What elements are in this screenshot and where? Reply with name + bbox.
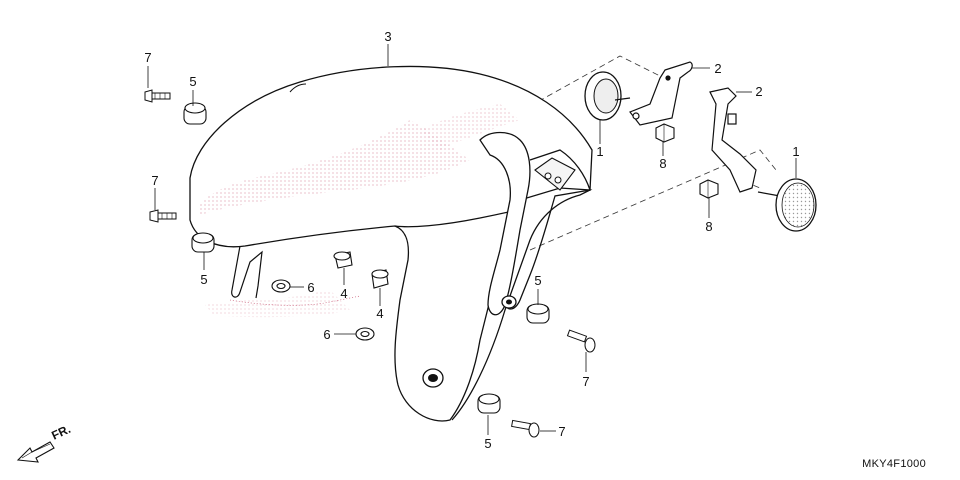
callout-8: 8 <box>705 219 712 234</box>
reflector-1-b <box>757 178 817 232</box>
nut-8 <box>655 123 719 199</box>
callout-2: 2 <box>714 61 721 76</box>
direction-label: FR. <box>49 422 72 443</box>
callout-7: 7 <box>144 50 151 65</box>
bolt-7-b <box>149 209 177 223</box>
callout-7: 7 <box>151 173 158 188</box>
callout-5: 5 <box>200 272 207 287</box>
bolt-7-a <box>144 89 171 103</box>
callout-6: 6 <box>323 327 330 342</box>
stay-2-b <box>709 87 757 193</box>
drawing-code: MKY4F1000 <box>862 458 926 470</box>
callout-5: 5 <box>534 273 541 288</box>
callout-5: 5 <box>484 436 491 451</box>
grommet-5 <box>183 102 550 414</box>
callout-8: 8 <box>659 156 666 171</box>
collar-6 <box>271 279 375 341</box>
callout-3: 3 <box>384 29 391 44</box>
callouts: 3 7 5 7 5 6 4 4 6 5 7 5 7 1 8 2 2 1 8 <box>144 29 799 451</box>
callout-7: 7 <box>582 374 589 389</box>
stay-2-a <box>629 61 693 126</box>
clip-4 <box>333 251 389 289</box>
bolt-7-c <box>566 329 596 353</box>
callout-6: 6 <box>307 280 314 295</box>
callout-5: 5 <box>189 74 196 89</box>
callout-2: 2 <box>755 84 762 99</box>
callout-4: 4 <box>376 306 383 321</box>
callout-4: 4 <box>340 286 347 301</box>
leader-lines <box>147 44 797 435</box>
direction-indicator: FR. <box>16 422 73 463</box>
reflector-1-a <box>584 71 631 121</box>
bolt-7-d <box>511 419 540 438</box>
callout-7: 7 <box>558 424 565 439</box>
front-fender <box>189 65 593 422</box>
callout-1: 1 <box>792 144 799 159</box>
callout-1: 1 <box>596 144 603 159</box>
